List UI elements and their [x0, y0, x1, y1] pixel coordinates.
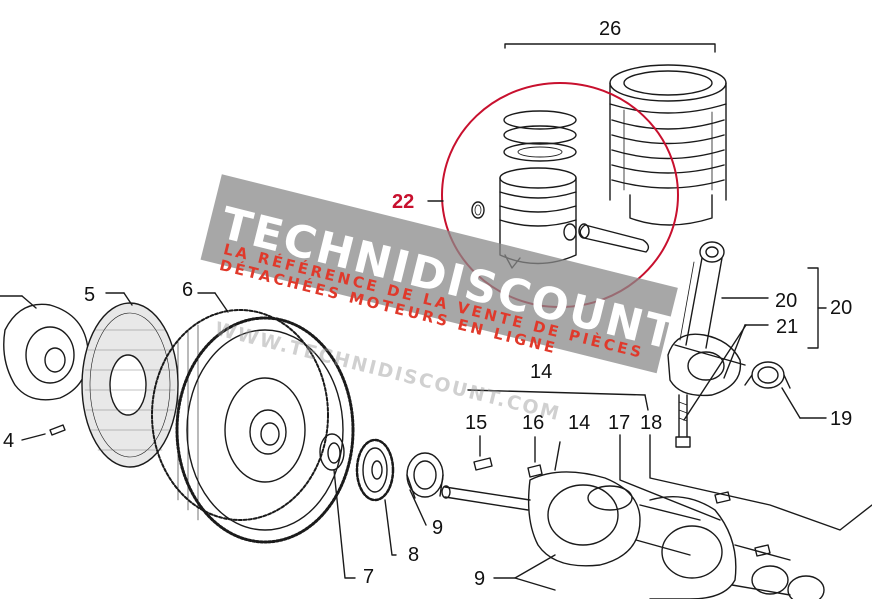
- timing-gear-part: [355, 438, 397, 556]
- callout-6: 6: [182, 279, 194, 301]
- seal-ring-part: [319, 433, 356, 579]
- callout-21: 21: [776, 316, 799, 338]
- leader-lines-right: [683, 267, 827, 421]
- piston-pin-part: [578, 223, 650, 253]
- callout-14-top: 14: [530, 361, 553, 383]
- key-parts: [473, 435, 543, 478]
- callout-4: 4: [3, 430, 15, 452]
- callout-9-bearing: 9: [432, 517, 444, 539]
- callout-26: 26: [599, 18, 622, 40]
- cylinder-part: [609, 64, 727, 226]
- callout-19: 19: [830, 408, 853, 430]
- flange-part: [0, 295, 89, 401]
- oil-line-part: [619, 434, 872, 557]
- bearing-shells-part: [406, 452, 444, 526]
- callout-18: 18: [640, 412, 663, 434]
- piston-part: [499, 167, 577, 269]
- callout-15: 15: [465, 412, 488, 434]
- connecting-rod-part: [667, 241, 746, 397]
- callout-16: 16: [522, 412, 545, 434]
- bracket-26: [504, 43, 716, 53]
- rod-bolt-part: [675, 394, 691, 448]
- callout-8: 8: [408, 544, 420, 566]
- crankshaft-part: [441, 389, 825, 604]
- callout-17: 17: [608, 412, 631, 434]
- callout-5: 5: [84, 284, 96, 306]
- bushing-part: [744, 361, 791, 389]
- callout-22: 22: [392, 191, 415, 213]
- callout-20-rod: 20: [775, 290, 798, 312]
- callout-7: 7: [363, 566, 375, 588]
- leader-9-bottom: [493, 554, 556, 591]
- callout-9-bottom: 9: [474, 568, 486, 590]
- circlip-part: [471, 201, 485, 219]
- clutch-disc-part: [81, 292, 179, 468]
- dowel-part: [21, 424, 66, 441]
- callout-20-group: 20: [830, 297, 853, 319]
- piston-rings: [503, 110, 577, 162]
- callout-14-crank: 14: [568, 412, 591, 434]
